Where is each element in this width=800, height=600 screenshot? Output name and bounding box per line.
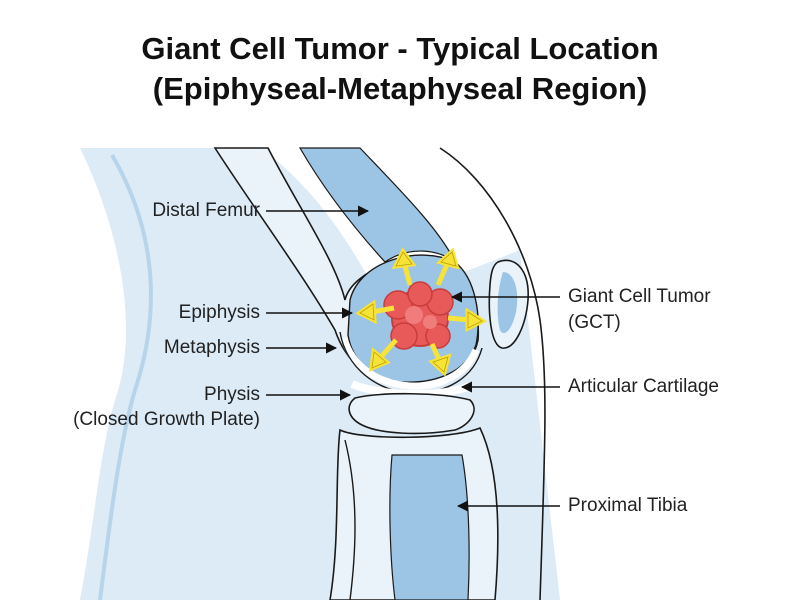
tibia-plateau bbox=[348, 392, 475, 435]
label-gct-abbrev: (GCT) bbox=[568, 312, 621, 333]
tibia-marrow bbox=[389, 454, 470, 600]
tumor bbox=[383, 281, 454, 350]
label-epiphysis: Epiphysis bbox=[178, 302, 260, 323]
skin-outline-back bbox=[98, 153, 153, 600]
patella-inner bbox=[497, 272, 518, 334]
diagram-title-line1: Giant Cell Tumor - Typical Location bbox=[141, 31, 659, 66]
label-distal-femur: Distal Femur bbox=[152, 200, 260, 221]
label-physis: Physis bbox=[204, 384, 260, 405]
physis-line bbox=[340, 336, 480, 390]
label-articular-cartilage: Articular Cartilage bbox=[568, 376, 719, 397]
femur-marrow-canal bbox=[298, 147, 456, 263]
label-metaphysis: Metaphysis bbox=[163, 337, 260, 358]
label-gct: Giant Cell Tumor bbox=[568, 286, 711, 307]
skin-outline-front bbox=[439, 147, 546, 600]
fibula-shadow bbox=[344, 439, 356, 600]
diagram-title-line2: (Epiphyseal-Metaphyseal Region) bbox=[152, 71, 648, 106]
label-physis-subtitle: (Closed Growth Plate) bbox=[73, 409, 260, 430]
label-proximal-tibia: Proximal Tibia bbox=[568, 495, 688, 516]
tumor-expansion-arrow-outlines bbox=[359, 251, 483, 373]
